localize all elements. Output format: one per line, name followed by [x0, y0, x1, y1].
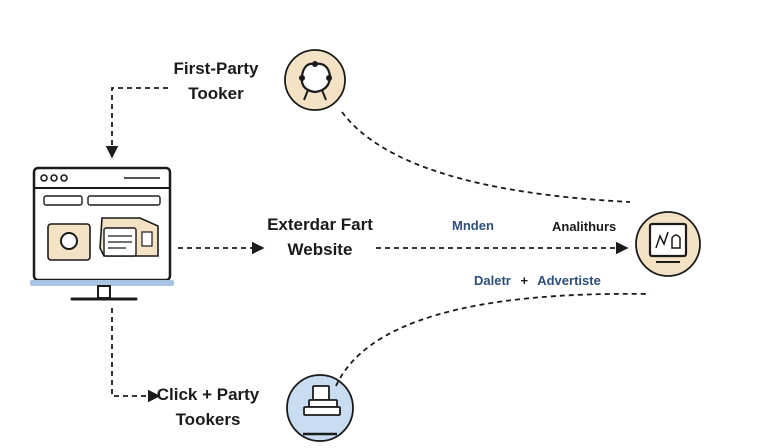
browser-window-icon [30, 166, 174, 301]
external-website-label-line2: Website [287, 240, 353, 259]
first-party-label-line1: First-Party [173, 59, 259, 78]
plus-label: + [520, 273, 529, 288]
connector-browser-to-click-party [111, 308, 161, 403]
external-website-label-line1: Exterdar Fart [267, 215, 373, 234]
external-website-label: Exterdar Fart Website [267, 212, 373, 262]
modern-label: Mnden [452, 218, 494, 233]
analytics-monitor-icon [635, 211, 701, 277]
click-party-label-line2: Tookers [175, 410, 241, 429]
connector-click-party-to-advertise [335, 292, 651, 387]
first-party-label: First-Party Tooker [173, 56, 258, 106]
analytics-label: Analithurs [552, 219, 617, 234]
cookie-cluster-icon [284, 49, 346, 111]
flow-connectors [105, 87, 651, 403]
data-advertise-label: Daletr + Advertiste [474, 273, 601, 288]
connector-first-party-to-browser [105, 87, 168, 159]
data-label: Daletr [474, 273, 511, 288]
click-party-label-line1: Click + Party [156, 385, 260, 404]
connector-first-party-to-analytics [341, 111, 631, 203]
click-party-label: Click + Party Tookers [157, 382, 260, 432]
advertise-label: Advertiste [537, 273, 601, 288]
first-party-label-line2: Tooker [188, 84, 244, 103]
devices-stack-icon [286, 374, 354, 442]
